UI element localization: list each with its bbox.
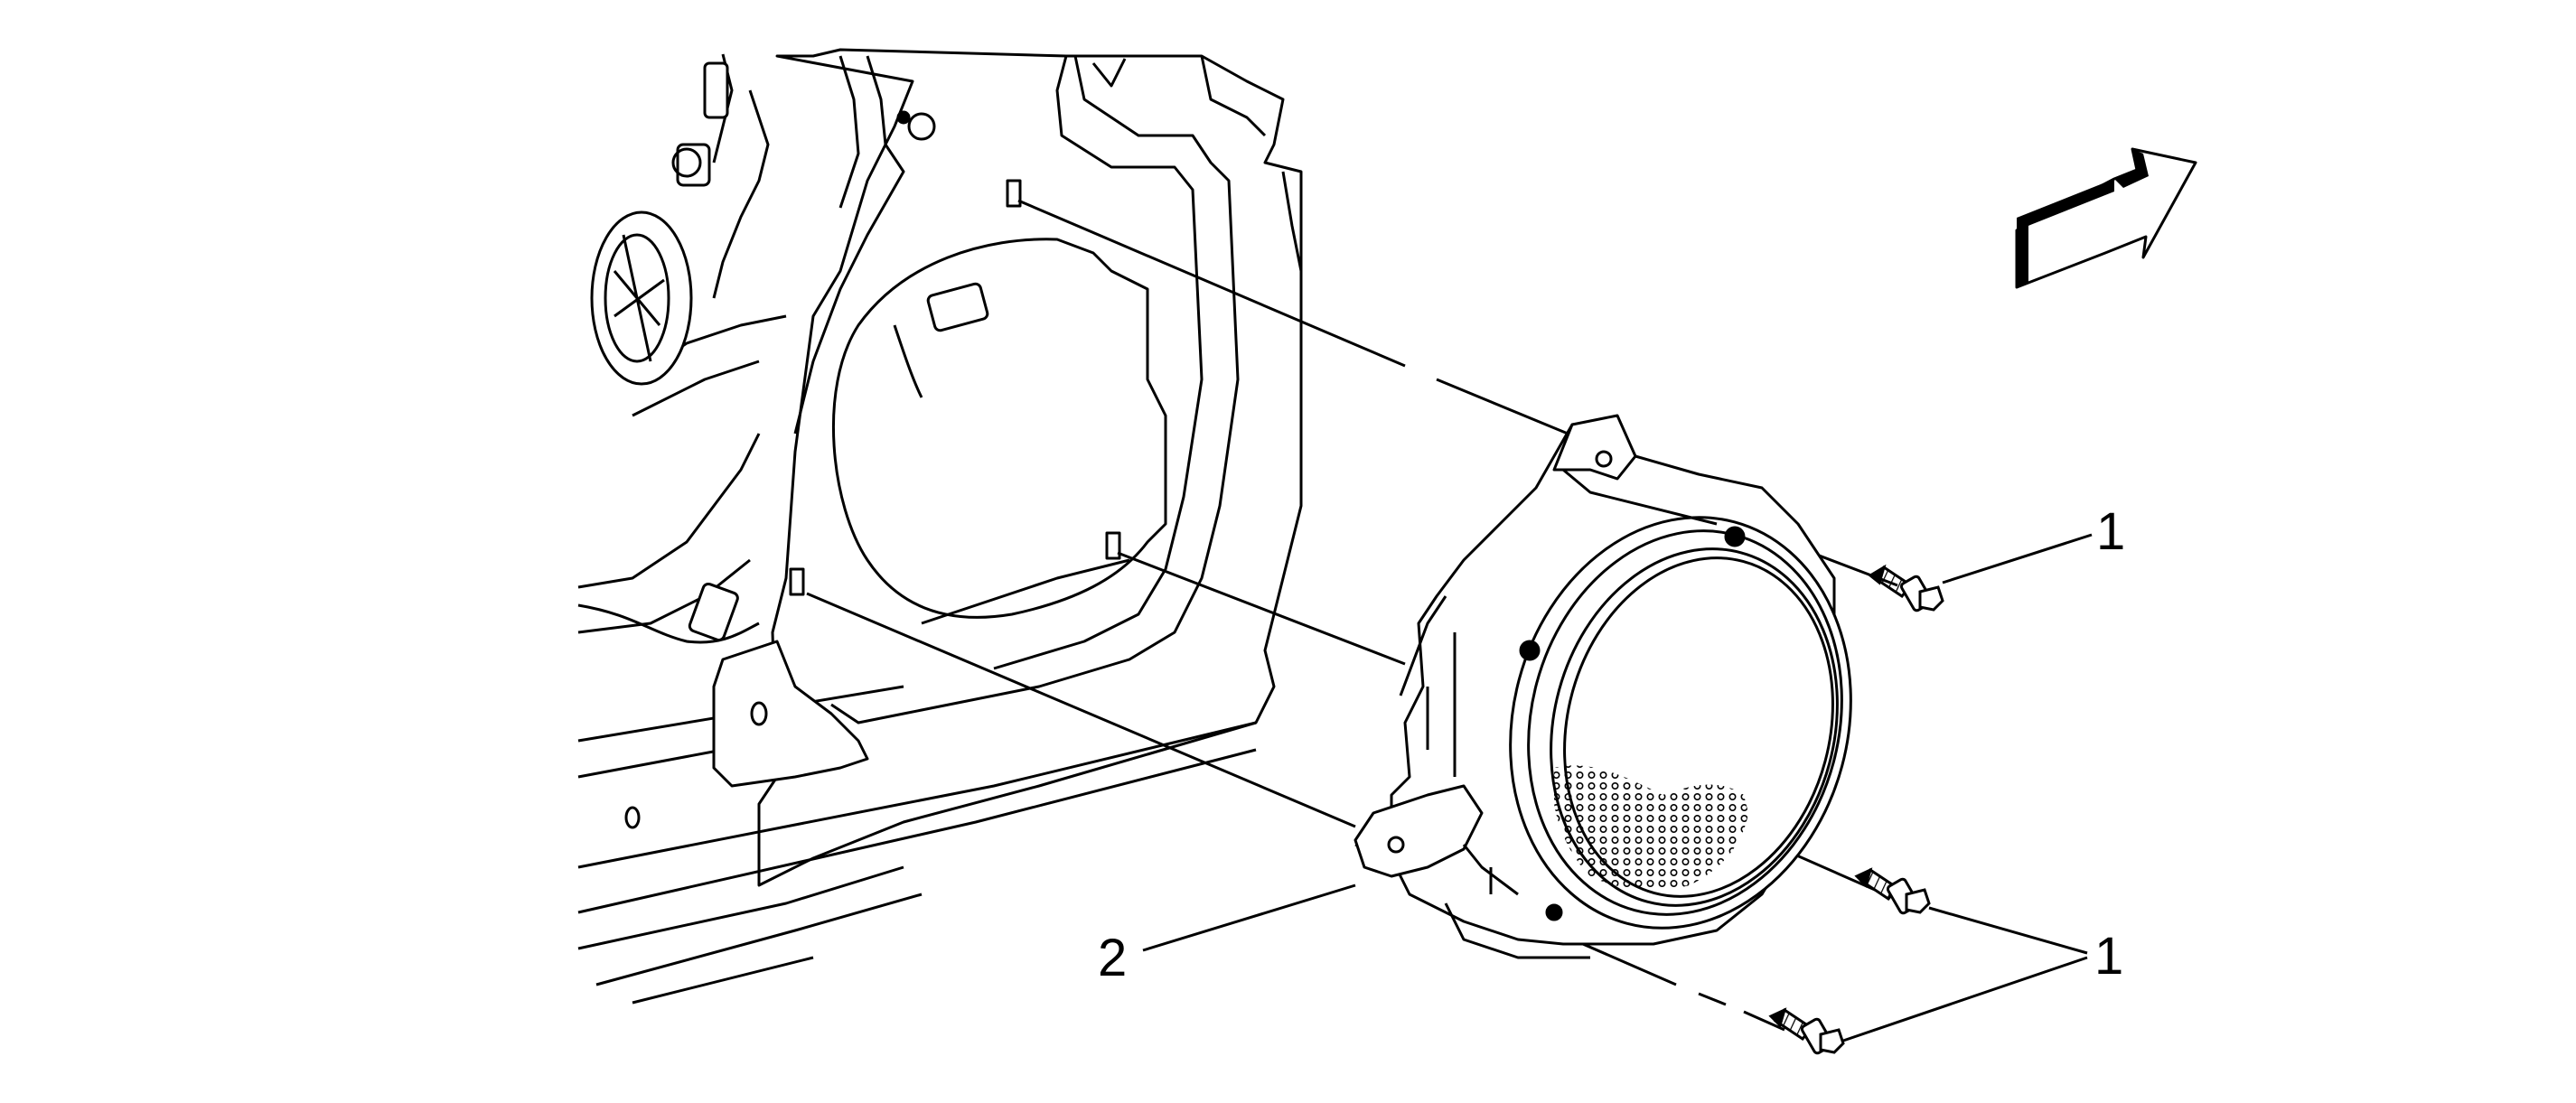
leader-1-bottom-b <box>1842 956 2088 1042</box>
door-speaker-opening <box>831 238 1167 619</box>
speaker-assembly <box>1354 414 1852 959</box>
panel-clip-holes <box>789 179 1121 596</box>
forward-arrow-icon <box>2015 147 2197 289</box>
screw-bottom-right <box>1854 867 1931 915</box>
speaker-mount-tab-top <box>1552 414 1637 481</box>
screw-bottom <box>1768 1007 1845 1055</box>
callout-leaders <box>1142 533 2093 1042</box>
speaker-grille-mesh <box>1554 765 1748 891</box>
door-inner-panel <box>577 48 1303 1005</box>
alignment-line-middle <box>1117 551 1406 666</box>
screw-top <box>1868 564 1944 612</box>
leader-2 <box>1142 883 1356 952</box>
callout-1-bottom: 1 <box>2094 927 2123 986</box>
leader-1-bottom-a <box>1928 906 2088 955</box>
alignment-line-bottom <box>806 592 1356 828</box>
leader-1-top <box>1942 533 2093 584</box>
callout-1-top: 1 <box>2096 502 2125 561</box>
speaker-mount-tab-bottom <box>1354 784 1484 878</box>
callout-labels: 1 1 2 <box>1098 502 2125 987</box>
callout-2: 2 <box>1098 929 1127 987</box>
